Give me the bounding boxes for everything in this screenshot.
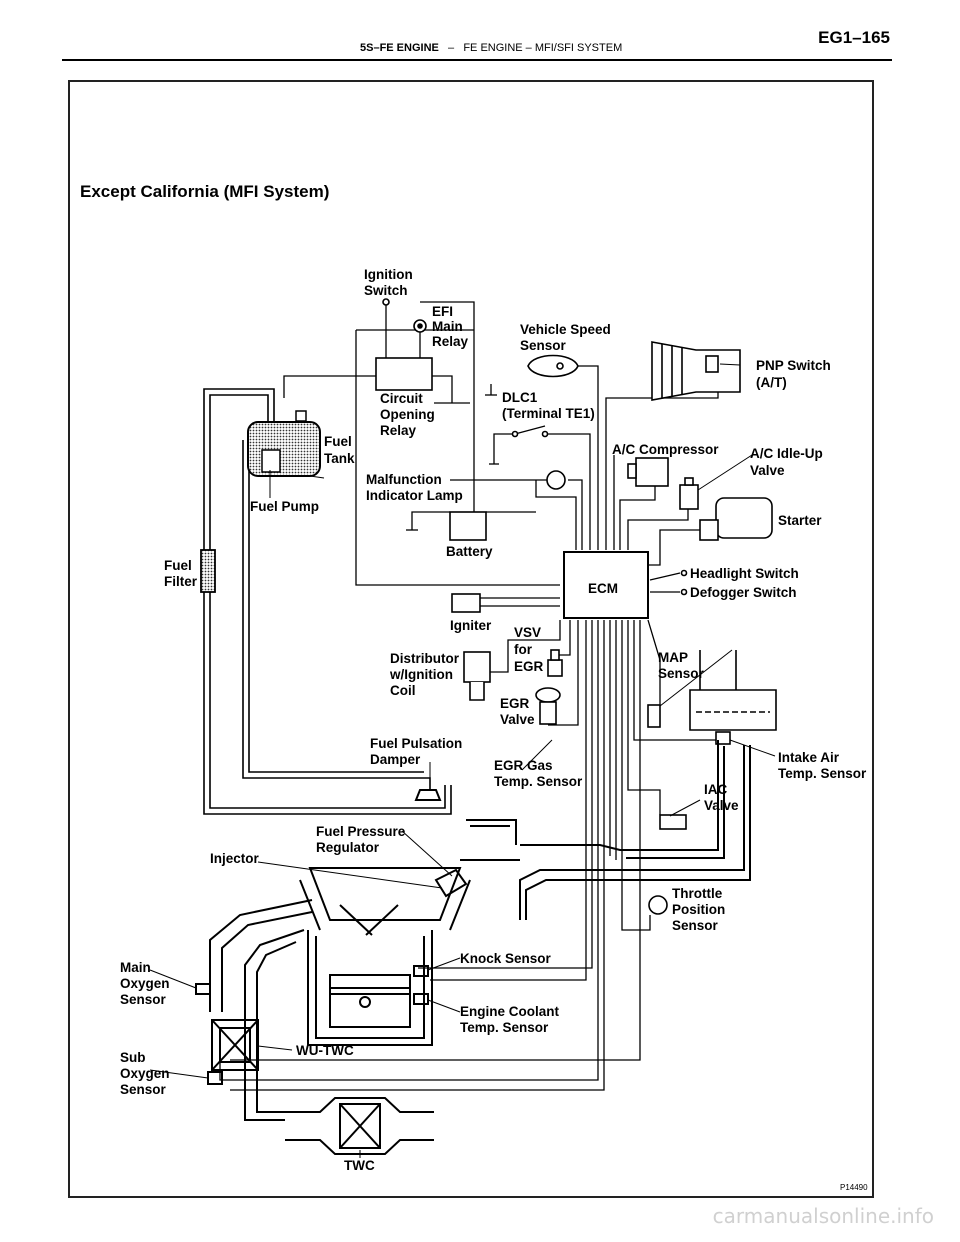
figure-code: P14490 bbox=[840, 1183, 868, 1192]
label-wu-twc: WU-TWC bbox=[296, 1043, 354, 1058]
label-injector: Injector bbox=[210, 851, 260, 866]
label-knock-sensor: Knock Sensor bbox=[460, 951, 552, 966]
figure-subtitle: Except California (MFI System) bbox=[80, 182, 330, 201]
leader-lines bbox=[149, 363, 776, 1158]
label-ac-compressor: A/C Compressor bbox=[612, 442, 719, 457]
label-defogger-switch: Defogger Switch bbox=[690, 585, 797, 600]
label-pnp-switch: PNP Switch(A/T) bbox=[756, 358, 831, 390]
engine-air-exhaust bbox=[195, 740, 751, 1155]
fuel-tank bbox=[247, 410, 321, 477]
label-starter: Starter bbox=[778, 513, 822, 528]
fuel-line bbox=[203, 388, 452, 815]
page-code: EG1–165 bbox=[818, 28, 890, 47]
header-separator: – bbox=[448, 42, 455, 54]
figure-frame bbox=[68, 80, 874, 1198]
label-dlc1: DLC1(Terminal TE1) bbox=[502, 390, 595, 421]
running-header: 5S–FE ENGINE – FE ENGINE – MFI/SFI SYSTE… bbox=[360, 42, 622, 54]
header-section: FE ENGINE – MFI/SFI SYSTEM bbox=[463, 42, 623, 54]
label-battery: Battery bbox=[446, 544, 493, 559]
watermark: carmanualsonline.info bbox=[712, 1204, 934, 1228]
label-fuel-pump: Fuel Pump bbox=[250, 499, 319, 514]
header-rule bbox=[62, 59, 892, 61]
header-engine: 5S–FE ENGINE bbox=[360, 42, 439, 54]
label-igniter: Igniter bbox=[450, 618, 492, 633]
fuel-filter bbox=[200, 549, 216, 593]
components bbox=[375, 298, 777, 915]
label-ecm: ECM bbox=[588, 581, 618, 596]
label-headlight-switch: Headlight Switch bbox=[690, 566, 799, 581]
label-twc: TWC bbox=[344, 1158, 375, 1173]
